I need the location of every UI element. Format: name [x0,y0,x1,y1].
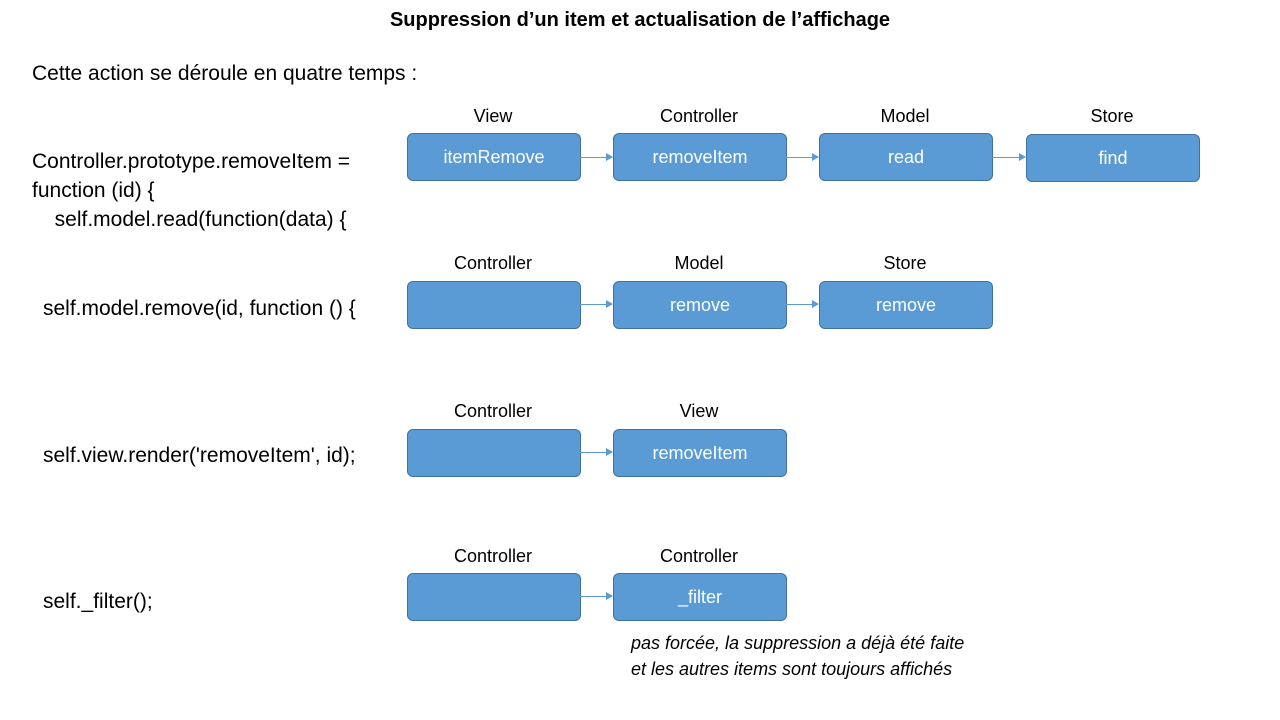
step-2-code: self.model.remove(id, function () { [43,294,356,323]
step-4-node-controller [407,573,581,621]
step-4-role-controller-target: Controller [659,546,739,566]
flow-arrow [786,153,819,161]
step-1-node-store: find [1026,134,1200,182]
step-2-role-controller: Controller [453,253,533,273]
flow-arrow [992,153,1026,161]
flow-arrow [786,300,819,308]
step-2-node-store: remove [819,281,993,329]
step-1-node-controller: removeItem [613,133,787,181]
page-title: Suppression d’un item et actualisation d… [389,9,891,31]
step-1-node-view: itemRemove [407,133,581,181]
step-1-role-model: Model [880,106,930,126]
step-1-code: Controller.prototype.removeItem = functi… [32,147,350,234]
step-1-role-controller: Controller [659,106,739,126]
step-3-node-controller [407,429,581,477]
flow-arrow [580,592,613,600]
step-2-role-model: Model [674,253,724,273]
note-line: et les autres items sont toujours affich… [631,659,953,679]
step-3-role-controller: Controller [453,401,533,421]
step-2-node-model: remove [613,281,787,329]
step-3-node-view: removeItem [613,429,787,477]
code-line: self._filter(); [43,590,153,613]
step-2-role-store: Store [883,253,927,273]
code-line: self.view.render('removeItem', id); [43,444,356,467]
step-2-node-controller [407,281,581,329]
step-4-node-filter: _filter [613,573,787,621]
flow-arrow [580,300,613,308]
code-line: self.model.read(function(data) { [43,208,347,231]
code-line: self.model.remove(id, function () { [43,297,356,320]
step-1-role-store: Store [1090,106,1134,126]
code-line: function (id) { [32,179,155,202]
step-4-role-controller: Controller [453,546,533,566]
step-1-node-model: read [819,133,993,181]
note-line: pas forcée, la suppression a déjà été fa… [631,633,965,653]
step-3-role-view: View [679,401,719,421]
code-line: Controller.prototype.removeItem = [32,150,351,173]
flow-arrow [580,153,613,161]
intro-text: Cette action se déroule en quatre temps … [32,62,418,85]
step-1-role-view: View [473,106,513,126]
step-3-code: self.view.render('removeItem', id); [43,441,356,470]
flow-arrow [580,448,613,456]
note: pas forcée, la suppression a déjà été fa… [631,630,964,682]
step-4-code: self._filter(); [43,587,153,616]
